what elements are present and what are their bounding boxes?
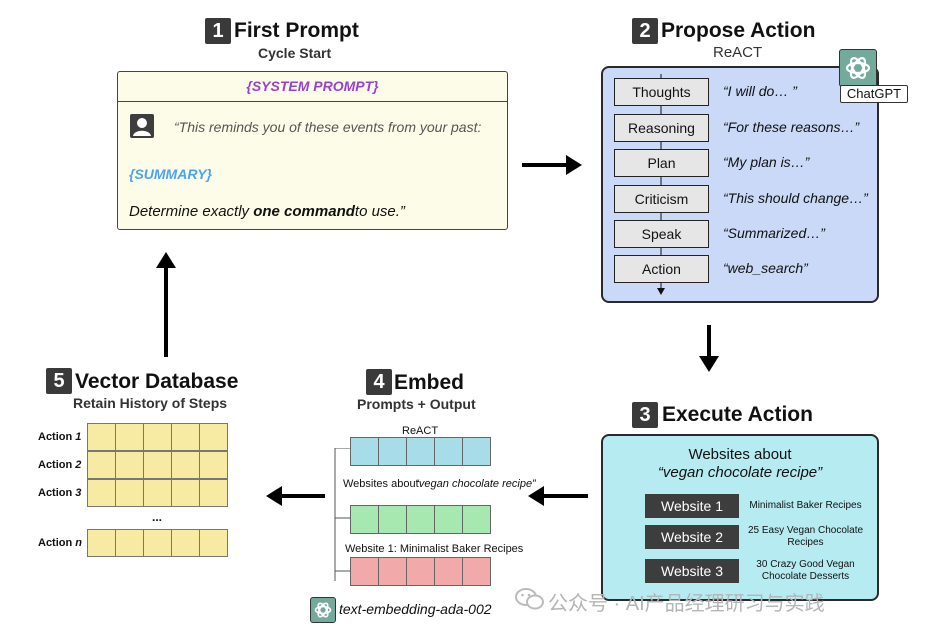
instruction-text: Determine exactly one commandto use.” <box>129 203 405 220</box>
db-row-action-n <box>87 529 228 557</box>
website-2-label: Website 2 <box>645 525 739 549</box>
step-4-title: Embed <box>394 371 465 394</box>
instruction-pre: Determine exactly <box>129 203 254 220</box>
db-ellipsis: ... <box>152 510 163 524</box>
websites-heading: Websites about <box>688 446 792 463</box>
user-icon <box>130 114 154 138</box>
openai-logo-icon <box>310 597 336 623</box>
react-quote-reasoning: “For these reasons…” <box>723 119 860 135</box>
embedding-model-label: text-embedding-ada-002 <box>339 601 492 617</box>
react-step-speak: Speak <box>614 220 709 248</box>
db-row-prefix: Action <box>38 459 76 471</box>
watermark-text: 公众号 · AI产品经理研习与实践 <box>548 593 825 615</box>
embed-vector-websites <box>350 505 491 534</box>
react-step-thoughts: Thoughts <box>614 78 709 106</box>
react-step-reasoning: Reasoning <box>614 114 709 142</box>
react-flow-line <box>657 74 665 295</box>
react-step-action: Action <box>614 255 709 283</box>
execute-action-box: Websites about “vegan chocolate recipe” … <box>601 434 879 601</box>
summary-label: {SUMMARY} <box>129 166 212 182</box>
db-row-prefix: Action <box>38 537 76 549</box>
react-quote-criticism: “This should change…” <box>723 190 868 206</box>
system-prompt-label: {SYSTEM PROMPT} <box>118 72 507 102</box>
embed-react-label: ReACT <box>402 425 439 437</box>
embed-vector-website1 <box>350 557 491 586</box>
step-3-title: Execute Action <box>662 403 813 426</box>
website-2-desc: 25 Easy Vegan Chocolate Recipes <box>747 525 864 548</box>
embed-website1-label: Website 1: Minimalist Baker Recipes <box>345 543 524 555</box>
step-5-subtitle: Retain History of Steps <box>73 395 228 411</box>
db-row-index: 3 <box>75 487 82 499</box>
instruction-post: to use.” <box>354 203 405 220</box>
website-3-label: Website 3 <box>645 559 739 583</box>
db-row-action-2 <box>87 451 228 479</box>
db-row-prefix: Action <box>38 431 76 443</box>
db-row-label-1: Action 1 <box>38 431 81 443</box>
react-quote-action: “web_search” <box>723 260 808 276</box>
embed-websites-label: Websites about <box>343 478 419 490</box>
step-4-number: 4 <box>366 369 392 395</box>
step-5-number: 5 <box>46 368 72 394</box>
db-row-label-n: Action n <box>38 537 82 549</box>
step-2-title: Propose Action <box>661 19 816 42</box>
db-row-action-3 <box>87 479 228 507</box>
embed-websites-query: “vegan chocolate recipe” <box>415 478 536 490</box>
openai-logo-icon <box>839 49 877 87</box>
websites-query: “vegan chocolate recipe” <box>657 464 823 481</box>
step-2-number: 2 <box>632 18 658 44</box>
db-row-label-2: Action 2 <box>38 459 81 471</box>
website-3-desc: 30 Crazy Good Vegan Chocolate Desserts <box>756 559 855 582</box>
embed-bracket <box>334 448 350 581</box>
db-row-index: 2 <box>75 459 82 471</box>
db-row-index: n <box>75 537 83 549</box>
step-3-number: 3 <box>632 402 658 428</box>
chatgpt-badge: ChatGPT <box>840 85 908 103</box>
react-quote-speak: “Summarized…” <box>723 225 825 241</box>
react-step-criticism: Criticism <box>614 185 709 213</box>
first-prompt-box: {SYSTEM PROMPT} “This reminds you of the… <box>117 71 508 230</box>
website-1-desc: Minimalist Baker Recipes <box>749 500 862 511</box>
step-5-title: Vector Database <box>75 370 239 393</box>
step-4-subtitle: Prompts + Output <box>357 396 476 412</box>
react-quote-thoughts: “I will do… ” <box>723 83 797 99</box>
db-row-label-3: Action 3 <box>38 487 81 499</box>
step-1-number: 1 <box>205 18 231 44</box>
memory-quote: “This reminds you of these events from y… <box>174 119 482 135</box>
step-1-title: First Prompt <box>234 19 359 42</box>
step-1-subtitle: Cycle Start <box>258 45 332 61</box>
react-step-plan: Plan <box>614 149 709 177</box>
embed-vector-react <box>350 437 491 466</box>
step-2-subtitle: ReACT <box>713 44 763 61</box>
website-1-label: Website 1 <box>645 494 739 518</box>
react-quote-plan: “My plan is…” <box>723 154 810 170</box>
instruction-bold: one command <box>253 203 355 220</box>
db-row-prefix: Action <box>38 487 76 499</box>
db-row-action-1 <box>87 423 228 451</box>
db-row-index: 1 <box>75 431 82 443</box>
propose-action-box: Thoughts “I will do… ” Reasoning “For th… <box>601 66 879 303</box>
wechat-icon <box>515 587 545 611</box>
